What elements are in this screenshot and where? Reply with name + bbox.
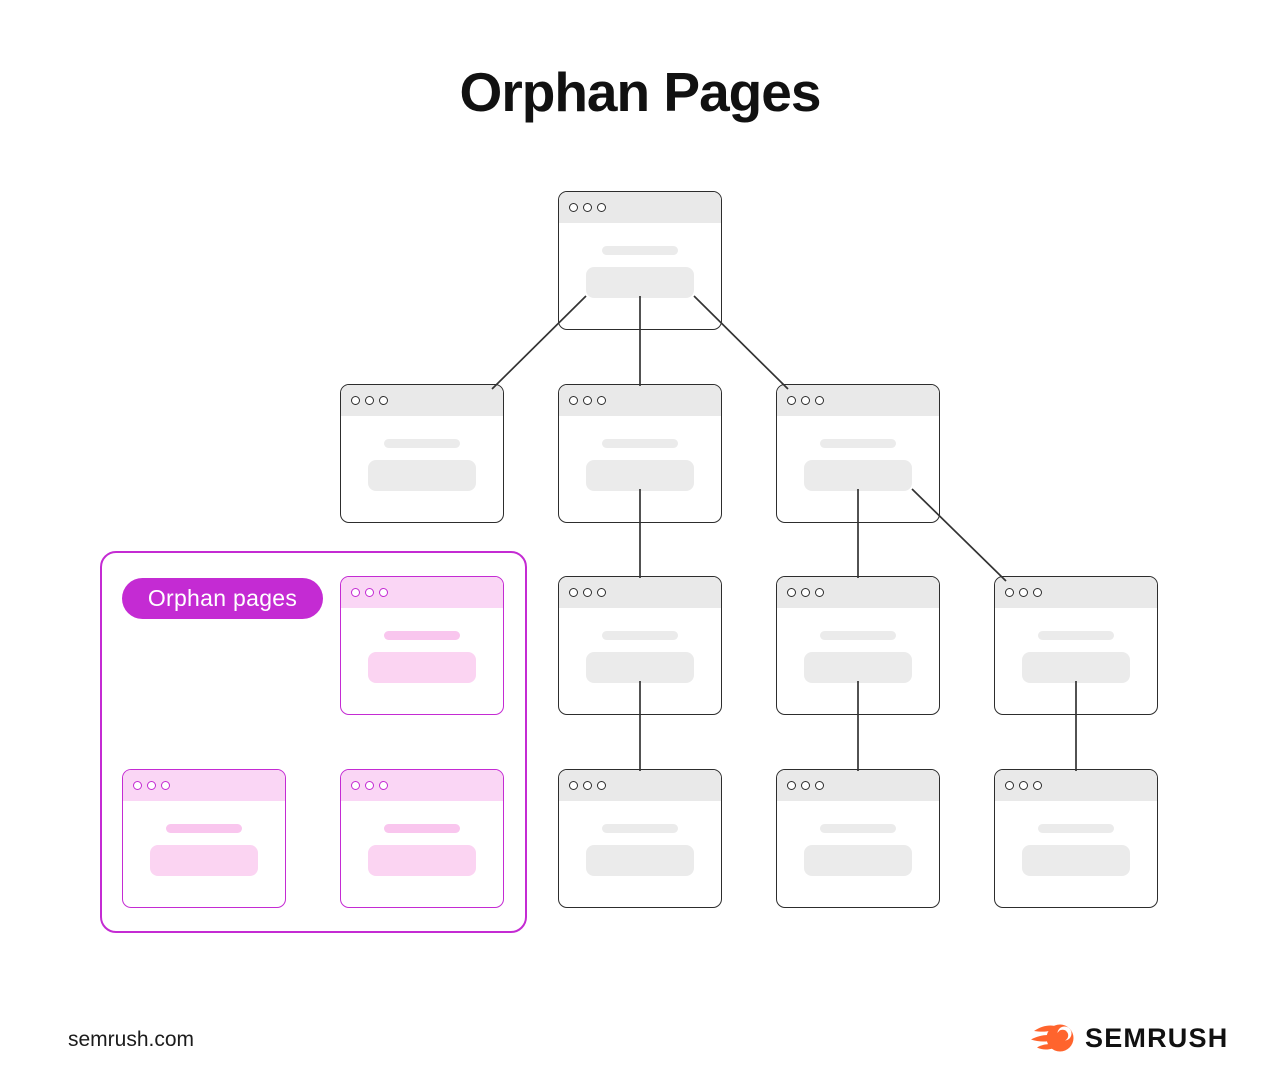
window-dot-icon: [815, 588, 824, 597]
window-dot-icon: [161, 781, 170, 790]
browser-titlebar: [341, 385, 503, 416]
page-card-l4-b: [776, 769, 940, 908]
text-line-placeholder: [1038, 631, 1114, 640]
content-block-placeholder: [804, 845, 912, 876]
window-dot-icon: [351, 396, 360, 405]
content-block-placeholder: [804, 652, 912, 683]
page-card-home: [558, 191, 722, 330]
window-dot-icon: [365, 396, 374, 405]
window-dot-icon: [597, 396, 606, 405]
semrush-fireball-icon: [1031, 1024, 1074, 1052]
page-card-l4-c: [994, 769, 1158, 908]
page-card-orphan-1: [340, 576, 504, 715]
window-dot-icon: [583, 396, 592, 405]
window-dot-icon: [787, 588, 796, 597]
window-dot-icon: [815, 396, 824, 405]
browser-titlebar: [777, 385, 939, 416]
browser-titlebar: [559, 192, 721, 223]
page-card-l2-left: [340, 384, 504, 523]
browser-titlebar: [341, 577, 503, 608]
content-block-placeholder: [586, 460, 694, 491]
content-block-placeholder: [1022, 845, 1130, 876]
text-line-placeholder: [820, 631, 896, 640]
content-block-placeholder: [586, 845, 694, 876]
window-dot-icon: [801, 588, 810, 597]
page-card-orphan-3: [340, 769, 504, 908]
window-dot-icon: [597, 203, 606, 212]
window-dot-icon: [583, 588, 592, 597]
browser-titlebar: [559, 770, 721, 801]
page-card-l3-c: [994, 576, 1158, 715]
window-dot-icon: [379, 396, 388, 405]
orphan-pages-group-box: [100, 551, 527, 933]
browser-titlebar: [995, 577, 1157, 608]
text-line-placeholder: [384, 439, 460, 448]
content-block-placeholder: [586, 652, 694, 683]
text-line-placeholder: [820, 824, 896, 833]
window-dot-icon: [1005, 781, 1014, 790]
window-dot-icon: [583, 203, 592, 212]
window-dot-icon: [379, 588, 388, 597]
browser-titlebar: [995, 770, 1157, 801]
window-dot-icon: [1019, 781, 1028, 790]
page-card-l2-mid: [558, 384, 722, 523]
window-dot-icon: [787, 396, 796, 405]
browser-titlebar: [559, 385, 721, 416]
text-line-placeholder: [602, 439, 678, 448]
content-block-placeholder: [804, 460, 912, 491]
window-dot-icon: [801, 396, 810, 405]
text-line-placeholder: [602, 824, 678, 833]
window-dot-icon: [133, 781, 142, 790]
source-credit: semrush.com: [68, 1028, 195, 1051]
window-dot-icon: [147, 781, 156, 790]
window-dot-icon: [1033, 588, 1042, 597]
browser-titlebar: [777, 577, 939, 608]
window-dot-icon: [365, 588, 374, 597]
page-card-l4-a: [558, 769, 722, 908]
browser-titlebar: [559, 577, 721, 608]
text-line-placeholder: [602, 631, 678, 640]
page-card-l2-right: [776, 384, 940, 523]
content-block-placeholder: [368, 652, 476, 683]
page-title: Orphan Pages: [459, 61, 822, 123]
text-line-placeholder: [820, 439, 896, 448]
content-block-placeholder: [368, 845, 476, 876]
page-card-orphan-2: [122, 769, 286, 908]
text-line-placeholder: [384, 824, 460, 833]
text-line-placeholder: [602, 246, 678, 255]
semrush-logo: SEMRUSH: [1030, 1019, 1228, 1057]
window-dot-icon: [569, 781, 578, 790]
semrush-wordmark: SEMRUSH: [1085, 1022, 1229, 1053]
text-line-placeholder: [166, 824, 242, 833]
window-dot-icon: [1033, 781, 1042, 790]
window-dot-icon: [379, 781, 388, 790]
content-block-placeholder: [150, 845, 258, 876]
browser-titlebar: [341, 770, 503, 801]
window-dot-icon: [1005, 588, 1014, 597]
content-block-placeholder: [586, 267, 694, 298]
window-dot-icon: [1019, 588, 1028, 597]
text-line-placeholder: [384, 631, 460, 640]
window-dot-icon: [815, 781, 824, 790]
window-dot-icon: [569, 396, 578, 405]
window-dot-icon: [597, 781, 606, 790]
window-dot-icon: [351, 588, 360, 597]
window-dot-icon: [597, 588, 606, 597]
window-dot-icon: [365, 781, 374, 790]
browser-titlebar: [777, 770, 939, 801]
page-card-l3-b: [776, 576, 940, 715]
window-dot-icon: [801, 781, 810, 790]
content-block-placeholder: [368, 460, 476, 491]
window-dot-icon: [351, 781, 360, 790]
window-dot-icon: [569, 203, 578, 212]
content-block-placeholder: [1022, 652, 1130, 683]
window-dot-icon: [787, 781, 796, 790]
page-card-l3-a: [558, 576, 722, 715]
orphan-pages-label: Orphan pages: [122, 578, 323, 619]
window-dot-icon: [583, 781, 592, 790]
text-line-placeholder: [1038, 824, 1114, 833]
window-dot-icon: [569, 588, 578, 597]
browser-titlebar: [123, 770, 285, 801]
